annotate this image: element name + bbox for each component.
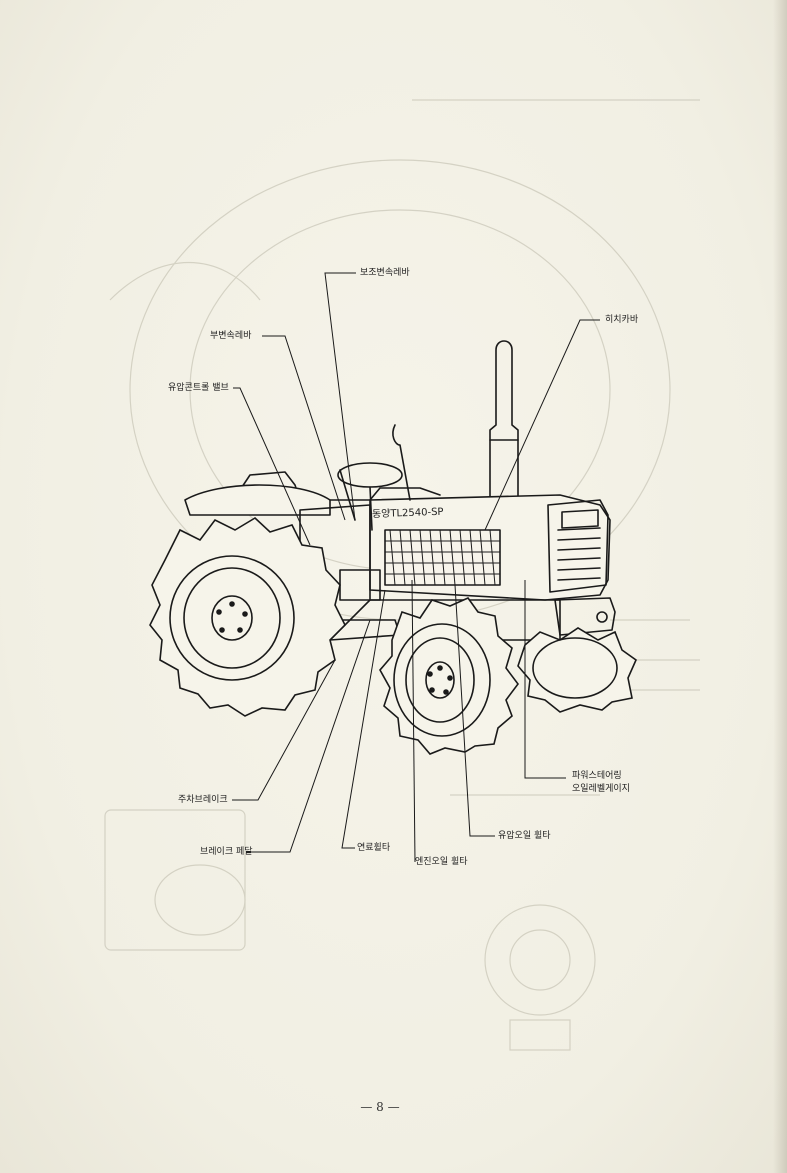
leader-parking-brake <box>232 659 336 801</box>
callout-parking-brake: 주차브레이크 <box>178 795 228 805</box>
rear-wheel <box>149 517 346 717</box>
callout-brake-pedal: 브레이크 페달 <box>200 847 253 857</box>
leader-power-steering-gauge <box>524 580 566 779</box>
callout-hydraulic-oil-filter: 유압오일 휠타 <box>498 831 551 841</box>
callout-power-steering-gauge-line1: 파워스테어링 <box>572 771 622 781</box>
callout-engine-oil-filter: 엔진오일 휠타 <box>415 857 468 867</box>
tractor-body <box>184 340 616 641</box>
leader-auxiliary-shift-lever <box>324 272 356 521</box>
leader-fuel-filter <box>341 589 386 849</box>
leader-hydraulic-control-valve <box>233 387 311 546</box>
page-number: — 8 — <box>360 1100 400 1114</box>
leader-engine-oil-filter <box>411 579 416 863</box>
callout-fuel-filter: 연료휠타 <box>357 843 391 853</box>
leader-brake-pedal <box>246 619 371 853</box>
model-label: 동양TL2540-SP <box>371 506 444 521</box>
front-wheel <box>379 597 519 755</box>
leader-lines <box>232 272 600 863</box>
callout-hitch-bar: 히치카바 <box>605 315 639 325</box>
leader-hitch-bar <box>484 319 600 531</box>
leader-sub-shift-lever <box>262 335 346 521</box>
side-grille-mesh <box>384 529 501 586</box>
callout-sub-shift-lever: 부변속레바 <box>210 331 252 341</box>
callout-hydraulic-control-valve: 유압콘트롤 밸브 <box>168 383 229 393</box>
callout-power-steering-gauge-line2: 오일레벨게이지 <box>572 784 630 794</box>
leader-hydraulic-oil-filter <box>454 584 495 837</box>
rear-wheel-far <box>517 627 637 713</box>
front-grille-slats <box>557 527 601 581</box>
callout-auxiliary-shift-lever: 보조변속레바 <box>360 268 410 278</box>
page-edge-shadow <box>773 0 787 1173</box>
